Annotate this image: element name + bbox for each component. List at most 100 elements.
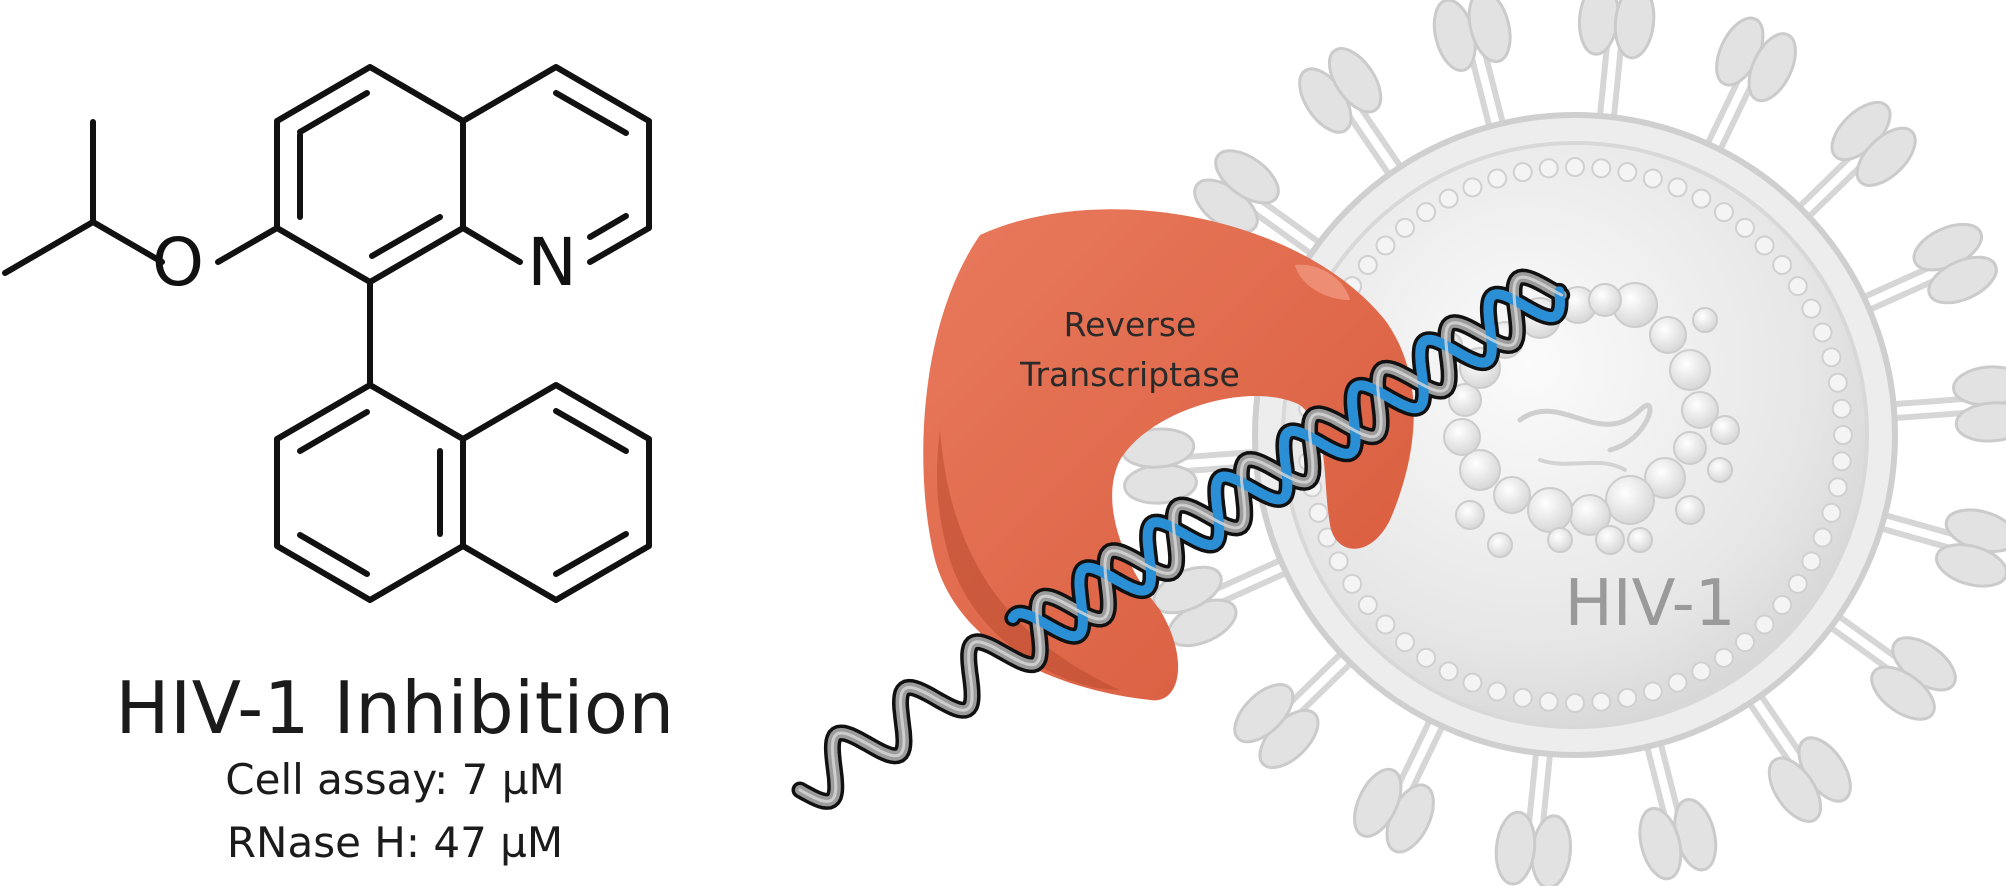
membrane-dot — [1617, 162, 1638, 183]
oxygen-atom: O — [152, 224, 204, 301]
spike-stalk — [1596, 38, 1611, 121]
membrane-dot — [1713, 647, 1734, 668]
capsid-bubble — [1627, 527, 1653, 553]
enzyme-body — [923, 209, 1414, 701]
double-bond — [297, 409, 370, 454]
spike — [1826, 612, 1957, 721]
capsid-bubble — [1605, 475, 1655, 525]
membrane-dot — [1394, 632, 1415, 653]
spike-head — [1214, 149, 1280, 205]
spike-head — [1927, 255, 1998, 305]
spike-stalk — [1716, 79, 1756, 155]
spike-stalk — [1284, 648, 1346, 709]
spike-stalk — [1255, 195, 1324, 247]
viral-rna — [1517, 402, 1653, 453]
spike-stalk — [1539, 749, 1554, 832]
spike — [1876, 508, 2006, 588]
spike — [1859, 222, 1998, 314]
spike — [1638, 738, 1718, 881]
spike-head — [1613, 0, 1656, 60]
spike-stalk — [1804, 161, 1866, 222]
spike-stalk — [1355, 101, 1405, 172]
membrane-dot — [1375, 235, 1396, 256]
capsid-bubble — [1547, 527, 1573, 553]
membrane-dot — [1565, 157, 1585, 177]
virus-label: HIV-1 — [1565, 567, 1736, 641]
membrane-dot — [1735, 632, 1756, 653]
bond-methyl-left — [2, 219, 96, 276]
spike-stalk — [1247, 207, 1316, 258]
rnase-h-value: RNase H: 47 µM — [226, 818, 564, 867]
spike-head — [1353, 767, 1403, 838]
spike — [1494, 747, 1573, 886]
spike-stalk — [1879, 511, 1961, 539]
membrane-dot — [1787, 573, 1808, 594]
spike-stalk — [1826, 623, 1895, 675]
membrane-dot — [1462, 177, 1483, 198]
capsid-bubble — [1588, 283, 1622, 317]
membrane-dot — [1833, 425, 1853, 445]
spike-stalk — [1888, 395, 1972, 408]
spike — [1577, 0, 1656, 123]
spike-stalk — [1657, 738, 1683, 820]
spike-head — [1767, 756, 1823, 823]
capsid-bubble — [1681, 391, 1719, 429]
capsid-bubble — [1644, 457, 1686, 499]
spike-head — [1467, 0, 1512, 64]
spike-head — [1870, 665, 1936, 721]
membrane-dot — [1416, 647, 1437, 668]
capsid-bubble — [1493, 476, 1531, 514]
membrane-dot — [1812, 527, 1833, 548]
naphthalene-ring-a — [274, 382, 466, 603]
membrane-dot — [1565, 693, 1585, 713]
membrane-dot — [1487, 681, 1508, 702]
capsid-bubble — [1459, 449, 1501, 491]
membrane-dot — [1801, 551, 1822, 572]
bond-o-ch — [90, 219, 165, 265]
membrane-dot — [1642, 681, 1663, 702]
capsid-bubble — [1649, 316, 1687, 354]
enzyme-label-line1: Reverse — [1064, 305, 1197, 344]
membrane-dot — [1821, 347, 1842, 368]
spike-stalk — [1864, 276, 1941, 314]
spike-stalk — [1467, 50, 1493, 132]
dna-strand-blue — [1007, 286, 1565, 642]
bond-c-o — [215, 225, 280, 265]
spike-head — [1954, 401, 2006, 443]
spike — [1745, 690, 1852, 823]
membrane-dot — [1735, 217, 1756, 238]
capsid-bubble — [1669, 349, 1711, 391]
enzyme-label-line2: Transcriptase — [1019, 355, 1240, 394]
capsid-contents — [1437, 282, 1740, 558]
membrane-dot — [1713, 202, 1734, 223]
membrane-dot — [1591, 691, 1612, 712]
nitrogen-atom: N — [527, 224, 576, 301]
membrane-dot — [1827, 477, 1848, 498]
spike-stalk — [1703, 73, 1744, 149]
double-bond — [587, 213, 629, 240]
bond-n-c — [460, 225, 523, 265]
membrane-dot — [1375, 614, 1396, 635]
spike — [1193, 149, 1324, 258]
spike-stalk — [1859, 263, 1936, 301]
spike-stalk — [1876, 524, 1957, 552]
naphthalene-ring-b — [460, 382, 652, 603]
spike — [1432, 0, 1512, 132]
capsid-bubble — [1527, 487, 1573, 533]
spike — [1298, 47, 1405, 180]
membrane-dot — [1691, 188, 1712, 209]
chemical-structure — [2, 64, 652, 603]
membrane-dot — [1754, 614, 1775, 635]
membrane-dot — [1438, 661, 1459, 682]
membrane-dot — [1772, 595, 1793, 616]
membrane-dot — [1328, 551, 1349, 572]
membrane-dot — [1462, 672, 1483, 693]
capsid-bubble — [1707, 457, 1733, 483]
membrane-dot — [1787, 276, 1808, 297]
quinoline-benzo-ring — [274, 64, 466, 285]
capsid-bubble — [1710, 415, 1740, 445]
spike-head — [1638, 806, 1683, 881]
capsid-bubble — [1487, 532, 1513, 558]
reverse-transcriptase-illustration: Reverse Transcriptase — [923, 209, 1414, 701]
